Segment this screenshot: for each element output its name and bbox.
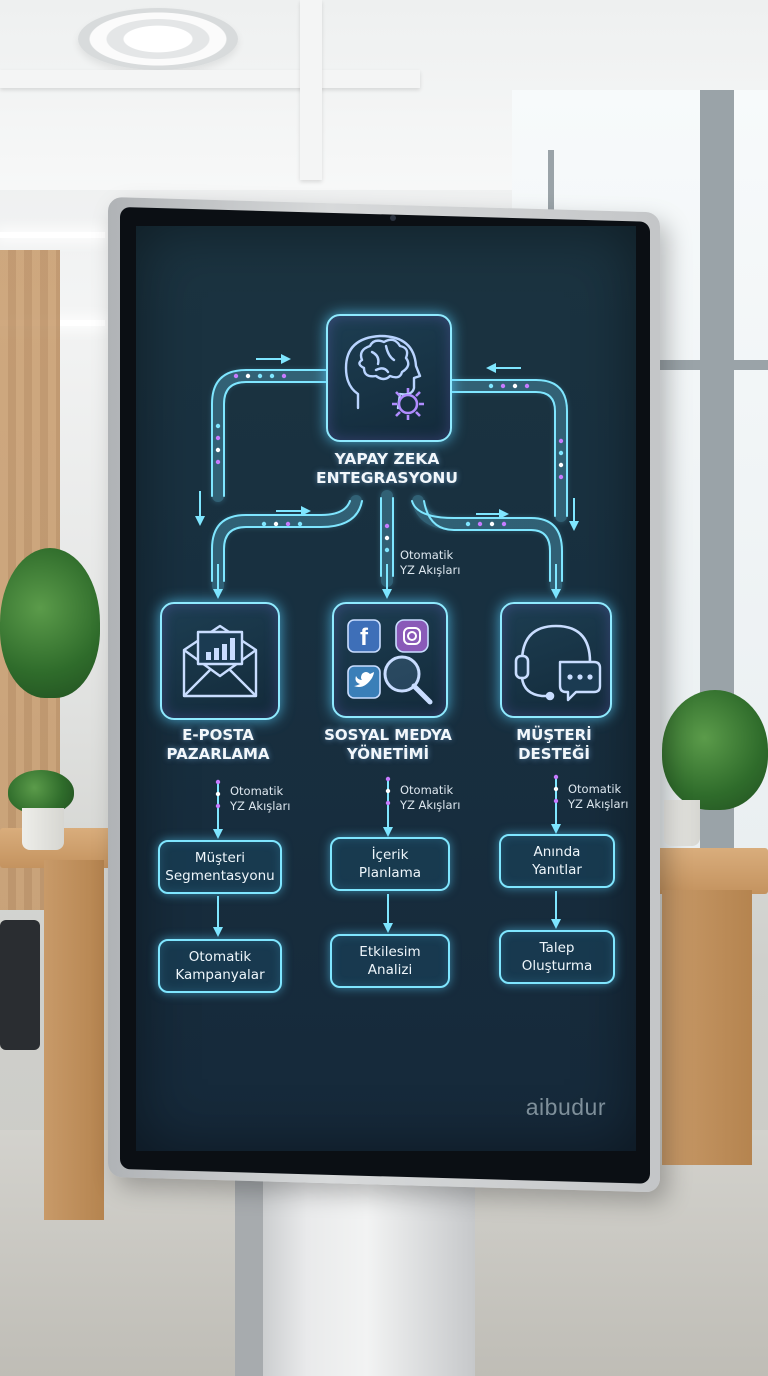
support-step-2-line1: Talep [539, 940, 575, 956]
support-step-1-line1: Anında [533, 844, 581, 860]
email-title-line2: PAZARLAMA [166, 744, 270, 763]
brain-gear-icon [344, 334, 424, 420]
hub-title-line1: YAPAY ZEKA [334, 450, 440, 468]
support-step-ticket-creation[interactable]: Talep Oluşturma [499, 930, 615, 984]
support-icon-box [500, 602, 612, 718]
social-step-1-line2: Planlama [358, 865, 422, 881]
support-step-2-line2: Oluşturma [521, 958, 593, 974]
plant [0, 548, 100, 698]
social-step-2-line2: Analizi [367, 962, 413, 978]
email-step-2-line2: Kampanyalar [175, 967, 265, 983]
ceiling-light [0, 232, 105, 238]
email-title: E-POSTA PAZARLAMA [136, 726, 300, 764]
support-flow-note-line1: Otomatik [568, 782, 622, 796]
email-step-campaigns[interactable]: Otomatik Kampanyalar [158, 939, 282, 993]
flow-connections [195, 354, 579, 937]
hub-icon-box [326, 314, 452, 442]
kiosk-stand-edge [235, 1160, 263, 1376]
ceiling-beam [0, 70, 420, 88]
hub-title: YAPAY ZEKA ENTEGRASYONU [286, 450, 488, 489]
plant-pot [664, 800, 700, 846]
email-step-1-line1: Müşteri [194, 850, 246, 866]
email-step-2-line1: Otomatik [188, 949, 252, 965]
support-flow-note: Otomatik YZ Akışları [568, 782, 628, 812]
pipe-lines [211, 369, 568, 827]
facebook-icon [347, 619, 381, 653]
social-flow-note: Otomatik YZ Akışları [400, 783, 460, 813]
headset-chat-icon [514, 624, 602, 702]
social-title-line2: YÖNETİMİ [346, 744, 430, 763]
ceiling-vent [78, 8, 238, 70]
email-step-1-line2: Segmentasyonu [165, 868, 275, 884]
social-flow-note-line1: Otomatik [400, 783, 454, 797]
plant-pot [22, 808, 64, 850]
support-title-line1: MÜŞTERİ [516, 726, 592, 744]
svg-text:f: f [360, 624, 369, 651]
desk-leg [662, 890, 752, 1165]
social-step-2-line1: Etkilesim [359, 944, 421, 960]
email-title-line1: E-POSTA [182, 726, 254, 744]
email-flow-note-line1: Otomatik [230, 784, 284, 798]
email-icon-box [160, 602, 280, 720]
support-step-instant-replies[interactable]: Anında Yanıtlar [499, 834, 615, 888]
camera-dot [390, 215, 396, 221]
email-flow-note: Otomatik YZ Akışları [230, 784, 290, 814]
office-chair [0, 920, 40, 1050]
brand-logo: aibudur [525, 1094, 606, 1120]
magnifier-icon [383, 655, 433, 705]
social-step-1-line1: İçerik [371, 847, 409, 863]
kiosk-screen: YAPAY ZEKA ENTEGRASYONU Otomatik YZ Akış… [136, 226, 636, 1151]
social-step-engagement-analysis[interactable]: Etkilesim Analizi [330, 934, 450, 988]
support-flow-note-line2: YZ Akışları [568, 797, 629, 811]
email-chart-icon [182, 624, 258, 698]
plant [662, 690, 768, 810]
desk-leg [44, 860, 104, 1220]
social-media-search-icon: f [347, 619, 433, 705]
social-title: SOSYAL MEDYA YÖNETİMİ [300, 726, 476, 764]
kiosk-stand [235, 1160, 475, 1376]
instagram-icon [395, 619, 429, 653]
email-flow-note-line2: YZ Akışları [230, 799, 291, 813]
email-step-segmentation[interactable]: Müşteri Segmentasyonu [158, 840, 282, 894]
hub-flow-note: Otomatik YZ Akışları [400, 548, 460, 578]
hub-title-line2: ENTEGRASYONU [316, 469, 458, 488]
social-step-content-planning[interactable]: İçerik Planlama [330, 837, 450, 891]
hub-flow-note-line2: YZ Akışları [400, 563, 461, 577]
support-title: MÜŞTERİ DESTEĞİ [476, 726, 632, 764]
social-icon-box: f [332, 602, 448, 718]
social-flow-note-line2: YZ Akışları [400, 798, 461, 812]
pipe-light-dots [215, 373, 564, 809]
hub-flow-note-line1: Otomatik [400, 548, 454, 562]
support-title-line2: DESTEĞİ [518, 744, 590, 763]
desk [650, 848, 768, 894]
support-step-1-line2: Yanıtlar [532, 862, 582, 878]
social-title-line1: SOSYAL MEDYA [324, 726, 452, 744]
plant [8, 770, 74, 814]
ceiling-beam [300, 0, 322, 180]
flow-arrows [195, 354, 579, 937]
